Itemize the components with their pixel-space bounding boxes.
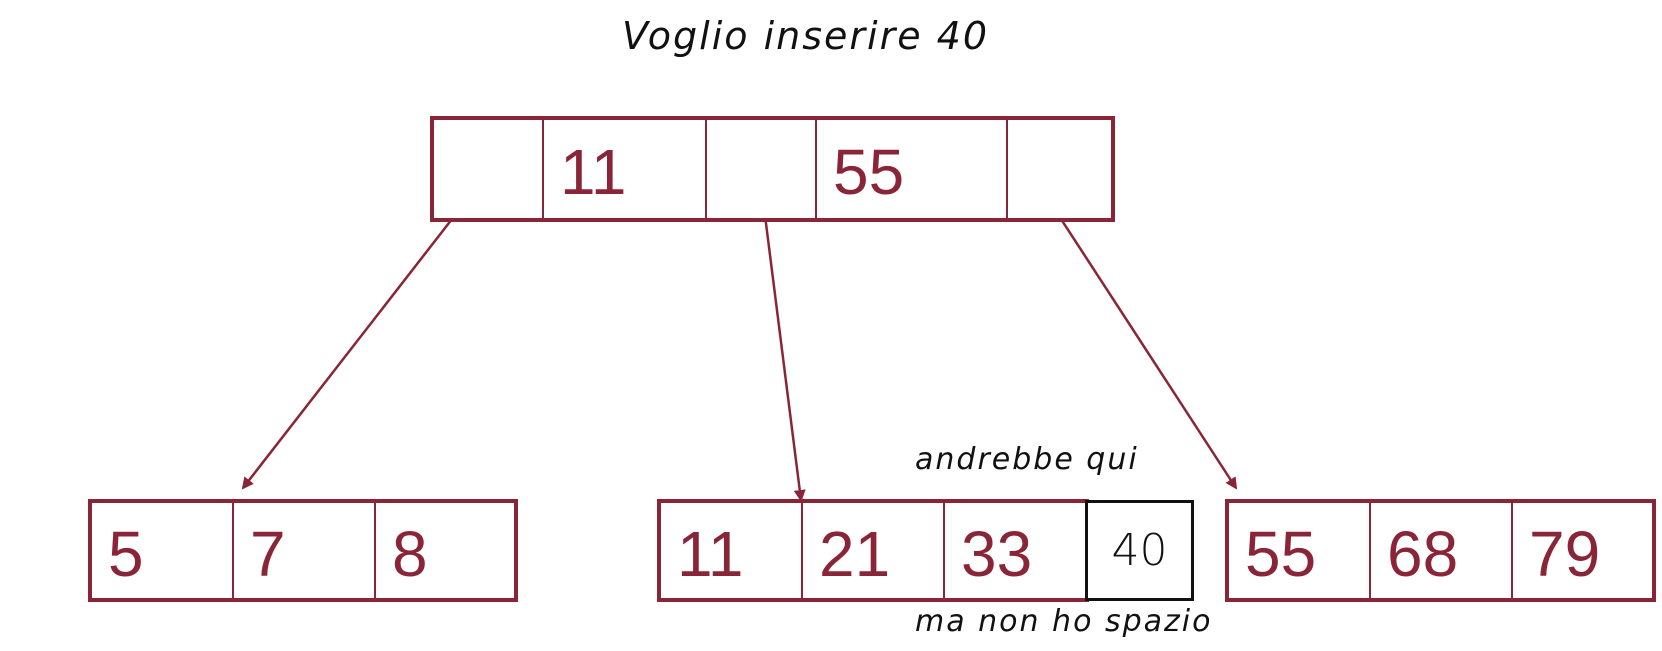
overflow-key-cell: 40	[1085, 500, 1194, 601]
leaf-key-cell: 5	[92, 503, 234, 598]
diagram-title: Voglio inserire 40	[622, 14, 990, 58]
root-pointer-cell-middle	[707, 120, 817, 218]
arrow-left-child	[241, 173, 488, 490]
leaf-key-cell: 11	[661, 503, 803, 598]
arrow-middle-child	[758, 175, 806, 502]
leaf-key-cell: 21	[803, 503, 945, 598]
arrow-right-child	[1031, 175, 1238, 490]
leaf-key-cell: 8	[392, 517, 428, 590]
annotation-above: andrebbe qui	[915, 442, 1139, 477]
root-pointer-cell-right	[1008, 120, 1111, 218]
leaf-node-middle: 11 21 33	[657, 499, 1089, 602]
root-node: 11 55	[430, 116, 1115, 222]
leaf-key-cell: 68	[1371, 503, 1513, 598]
leaf-key-cell: 55	[1229, 503, 1371, 598]
leaf-node-left: 5 7 8	[88, 499, 518, 602]
leaf-node-right: 55 68 79	[1225, 499, 1656, 602]
root-pointer-cell-left	[434, 120, 544, 218]
leaf-key-cell: 79	[1529, 517, 1601, 590]
leaf-key-cell: 33	[961, 517, 1033, 590]
annotation-below: ma non ho spazio	[915, 604, 1213, 639]
root-key-cell: 55	[817, 120, 1008, 218]
root-key-cell: 11	[544, 120, 707, 218]
leaf-key-cell: 7	[234, 503, 376, 598]
